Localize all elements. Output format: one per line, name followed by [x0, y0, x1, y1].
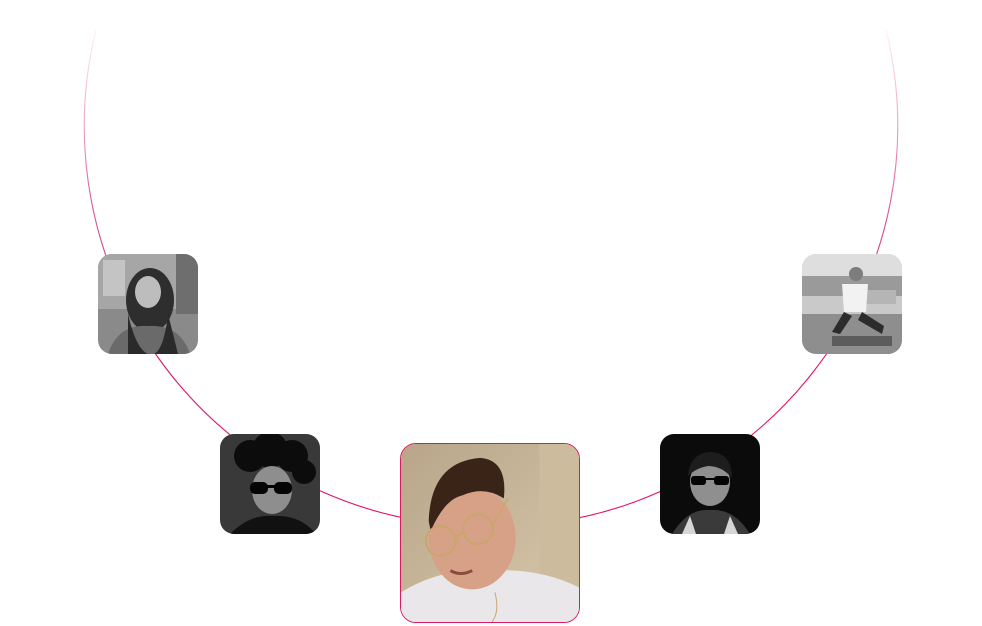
team-avatar-3-selected[interactable]	[400, 443, 580, 623]
team-avatar-5[interactable]	[802, 254, 902, 354]
portrait-sunglasses-dark	[660, 434, 760, 534]
portrait-glasses-color	[401, 444, 579, 622]
team-avatar-2[interactable]	[220, 434, 320, 534]
portrait-long-hair	[98, 254, 198, 354]
portrait-sunglasses-curly	[220, 434, 320, 534]
team-avatar-1[interactable]	[98, 254, 198, 354]
team-avatar-4[interactable]	[660, 434, 760, 534]
portrait-outdoor	[802, 254, 902, 354]
